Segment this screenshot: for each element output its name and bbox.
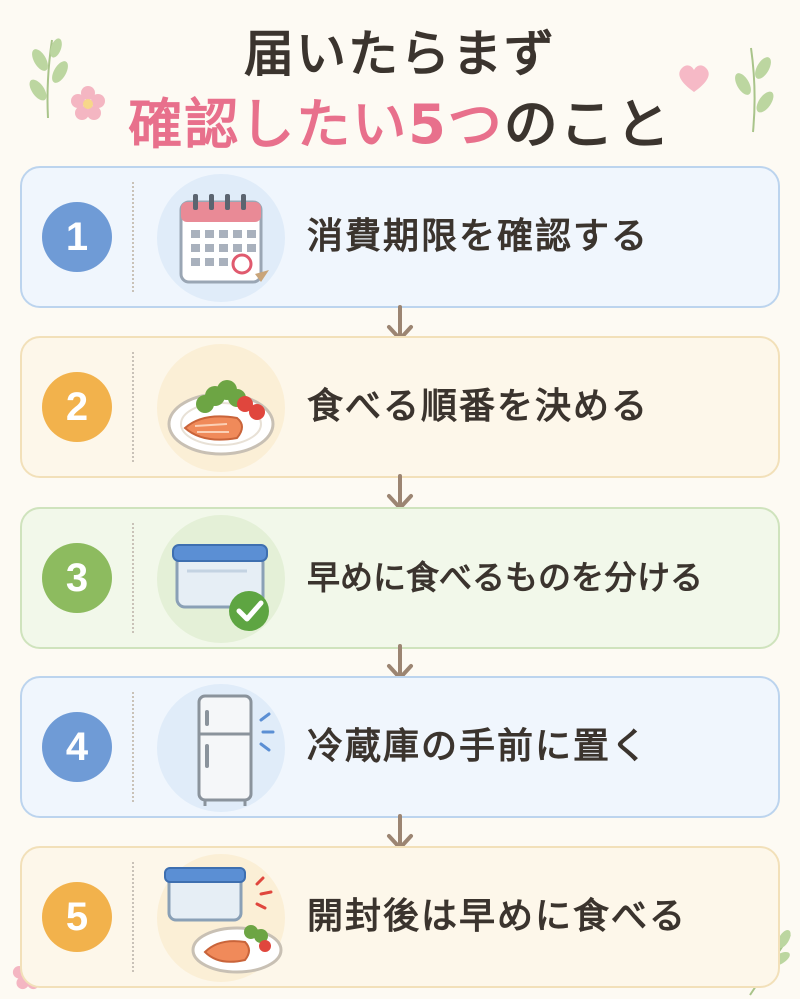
- divider: [132, 182, 134, 292]
- salmon-plate-icon: [167, 380, 275, 456]
- container-plate-icon: [164, 867, 283, 974]
- page-subtitle: 確認したい5つのこと: [0, 80, 800, 159]
- container-check-icon: [172, 544, 269, 631]
- step-label: 食べる順番を決める: [307, 386, 650, 427]
- divider: [132, 523, 134, 633]
- step-card-5: 5 開封後は早めに食べる: [20, 846, 780, 988]
- step-number-badge: 1: [42, 202, 112, 272]
- leaf-sprig-icon: [29, 38, 68, 119]
- step-number-badge: 3: [42, 543, 112, 613]
- step-label: 冷蔵庫の手前に置く: [307, 726, 650, 767]
- flower-icon: [71, 86, 105, 120]
- step-card-1: 1 消費期限を確認する: [20, 166, 780, 308]
- step-number-badge: 2: [42, 372, 112, 442]
- subtitle-rest: のこと: [503, 93, 672, 156]
- step-card-2: 2 食べる順番を決める: [20, 336, 780, 478]
- page-title: 届いたらまず: [244, 25, 556, 83]
- leaf-sprig-icon: [735, 47, 774, 133]
- heart-icon: [679, 65, 709, 92]
- step-number-badge: 5: [42, 882, 112, 952]
- step-number-badge: 4: [42, 712, 112, 782]
- subtitle-highlight: 確認したい5つ: [128, 93, 504, 156]
- refrigerator-icon: [197, 694, 275, 806]
- step-card-3: 3 早めに食べるものを分ける: [20, 507, 780, 649]
- divider: [132, 862, 134, 972]
- divider: [132, 692, 134, 802]
- divider: [132, 352, 134, 462]
- step-label: 開封後は早めに食べる: [307, 896, 688, 937]
- step-card-4: 4 冷蔵庫の手前に置く: [20, 676, 780, 818]
- step-label: 早めに食べるものを分ける: [307, 558, 703, 597]
- calendar-icon: [179, 194, 269, 284]
- step-label: 消費期限を確認する: [307, 216, 650, 257]
